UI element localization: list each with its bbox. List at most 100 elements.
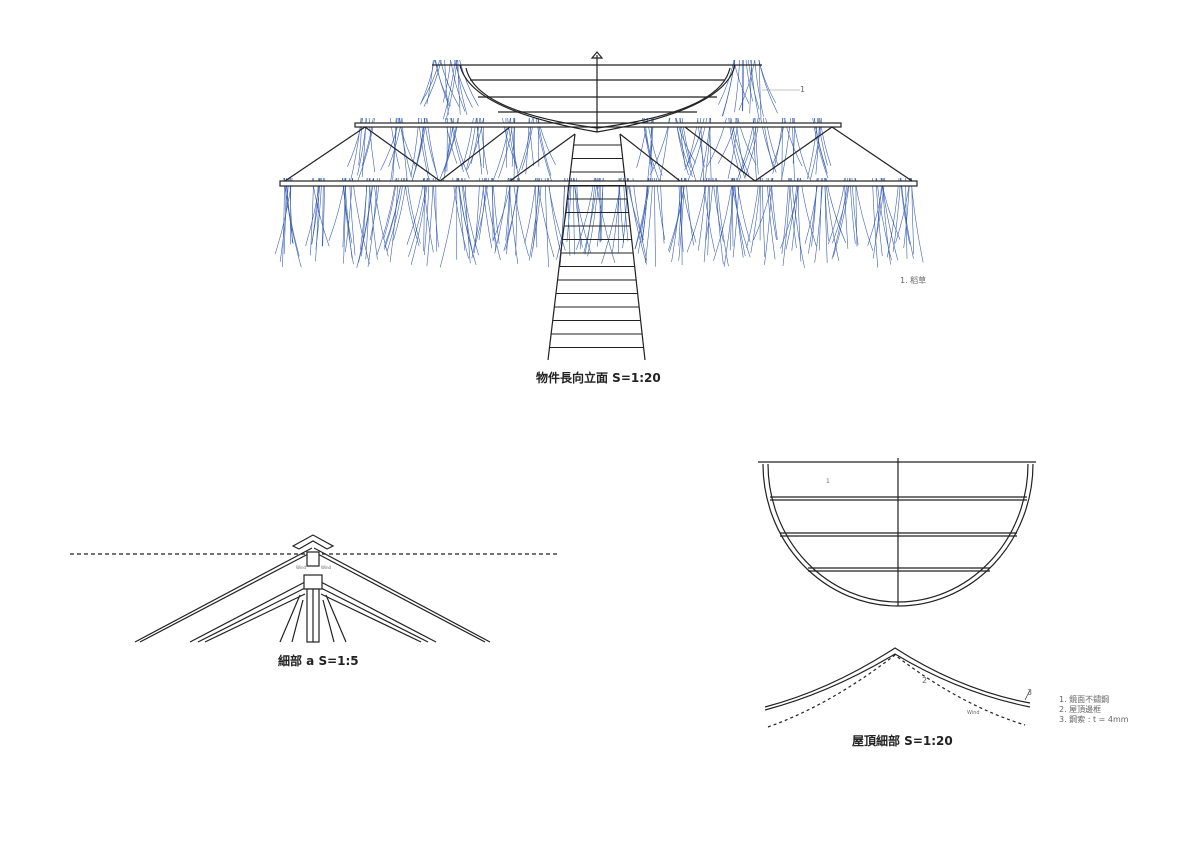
straw-stroke <box>435 177 438 252</box>
straw-stroke <box>872 177 879 268</box>
straw-stroke <box>911 177 915 255</box>
detail-a-caption: 細部 a S=1:5 <box>278 654 359 668</box>
straw-stroke <box>573 177 575 255</box>
roof-plan-drawing <box>758 458 1036 607</box>
straw-stroke <box>654 177 656 267</box>
straw-stroke <box>764 177 773 265</box>
straw-stroke <box>881 177 899 261</box>
straw-stroke <box>420 59 435 104</box>
legend-item: 3. 鋼索 : t = 4mm <box>1059 715 1129 724</box>
straw-stroke <box>445 59 458 121</box>
straw-stroke <box>770 177 778 240</box>
straw-stroke <box>444 117 458 164</box>
wind-mark-right: Wind <box>321 565 332 570</box>
straw-stroke <box>573 177 591 253</box>
straw-stroke <box>521 117 535 171</box>
straw-stroke <box>547 177 561 252</box>
straw-stroke <box>819 117 832 166</box>
straw-stroke <box>358 117 363 166</box>
straw-stroke <box>766 177 776 260</box>
ladder-rungs <box>549 144 644 348</box>
straw-stroke <box>459 59 479 107</box>
straw-stroke <box>742 59 745 112</box>
straw-stroke <box>750 177 761 254</box>
straw-stroke <box>716 177 729 267</box>
straw-stroke <box>734 59 741 113</box>
straw-stroke <box>380 117 400 171</box>
straw-stroke <box>851 177 859 246</box>
wind-mark-left: Wind <box>296 565 307 570</box>
roof-plan-callout: 1 <box>826 478 830 485</box>
straw-stroke <box>390 117 400 169</box>
elevation-caption: 物件長向立面 S=1:20 <box>536 371 661 385</box>
wind-mark: Wind <box>967 710 980 716</box>
straw-stroke <box>747 59 760 110</box>
straw-stroke <box>715 177 724 265</box>
straw-stroke <box>782 177 791 267</box>
straw-stroke <box>439 177 458 268</box>
straw-stroke <box>511 117 515 167</box>
straw-stroke <box>423 59 442 107</box>
straw-stroke <box>502 117 518 168</box>
straw-stroke <box>763 117 774 168</box>
straw-stroke <box>686 177 708 253</box>
straw-stroke <box>685 177 694 246</box>
straw-stroke <box>426 59 434 105</box>
straw-stroke <box>686 117 699 167</box>
straw-bundles <box>274 59 924 269</box>
straw-stroke <box>895 177 911 244</box>
straw-stroke <box>814 177 824 263</box>
straw-stroke <box>723 177 735 267</box>
straw-stroke <box>505 117 508 168</box>
legend-item: 2. 屋頂邊框 <box>1059 705 1102 714</box>
elevation-callout: 1 <box>800 85 806 94</box>
straw-stroke <box>530 177 543 258</box>
straw-stroke <box>737 117 757 166</box>
straw-stroke <box>311 177 330 247</box>
straw-stroke <box>426 177 434 267</box>
straw-stroke <box>342 177 354 265</box>
straw-stroke <box>738 59 756 111</box>
straw-stroke <box>644 177 654 263</box>
straw-stroke <box>628 177 648 265</box>
straw-stroke <box>361 117 374 167</box>
roof-detail-callout-3: 3 <box>1027 688 1033 697</box>
straw-stroke <box>492 177 500 244</box>
straw-stroke <box>718 59 735 105</box>
straw-stroke <box>818 177 822 251</box>
detail-a-drawing <box>70 534 558 643</box>
straw-stroke <box>791 177 805 268</box>
straw-stroke <box>349 117 362 183</box>
straw-stroke <box>388 117 403 168</box>
straw-stroke <box>507 117 517 169</box>
straw-stroke <box>470 117 481 165</box>
straw-stroke <box>792 117 796 164</box>
straw-stroke <box>461 117 474 169</box>
straw-stroke <box>745 59 753 102</box>
straw-stroke <box>679 117 686 168</box>
straw-stroke <box>529 117 535 166</box>
straw-stroke <box>515 177 518 256</box>
straw-stroke <box>544 177 549 268</box>
straw-stroke <box>669 177 686 253</box>
straw-stroke <box>406 177 421 244</box>
straw-stroke <box>697 117 705 168</box>
straw-stroke <box>717 117 738 164</box>
straw-stroke <box>467 117 484 170</box>
straw-stroke <box>765 117 779 165</box>
straw-stroke <box>721 59 736 117</box>
straw-stroke <box>454 59 473 108</box>
straw-stroke <box>457 177 477 266</box>
straw-stroke <box>675 117 696 164</box>
straw-stroke <box>440 59 460 107</box>
straw-stroke <box>758 59 776 104</box>
straw-stroke <box>445 117 459 166</box>
straw-stroke <box>356 177 374 269</box>
straw-stroke <box>282 177 285 267</box>
straw-stroke <box>817 117 828 166</box>
straw-stroke <box>679 117 692 168</box>
roof-detail-legend: 1. 鏡面不鏽鋼 2. 屋頂邊框 3. 鋼索 : t = 4mm <box>1059 695 1129 725</box>
straw-stroke <box>706 117 727 167</box>
straw-stroke <box>700 117 705 184</box>
